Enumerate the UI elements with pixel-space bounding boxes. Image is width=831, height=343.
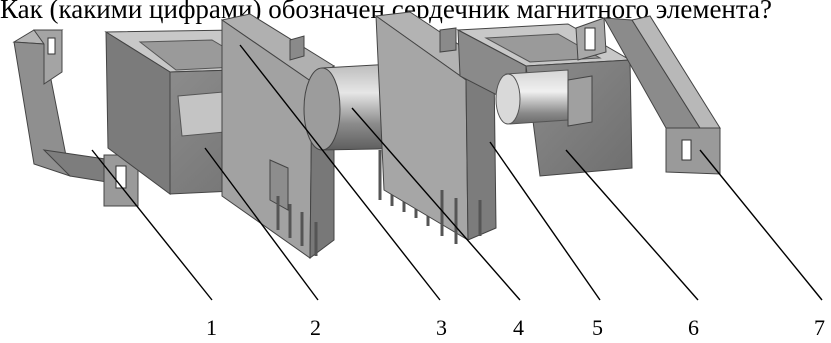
leader-line-7: [699, 149, 823, 301]
leader-line-3: [239, 44, 441, 301]
callout-1: 1: [206, 315, 217, 340]
part-7-clip-bracket: [575, 15, 721, 175]
callout-3: 3: [436, 315, 447, 340]
leader-line-6: [565, 149, 699, 301]
leader-line-1: [91, 149, 213, 301]
leader-line-4: [351, 107, 521, 301]
callout-2: 2: [310, 315, 321, 340]
leader-lines: [91, 44, 823, 301]
callout-4: 4: [513, 315, 524, 340]
callout-5: 5: [592, 315, 603, 340]
callout-6: 6: [688, 315, 699, 340]
part-1-clip-bracket: [12, 29, 139, 207]
callout-7: 7: [814, 315, 825, 340]
leader-line-5: [489, 141, 601, 301]
part-3-left-bobbin-flange: [220, 13, 335, 260]
callout-numbers: 1 2 3 4 5 6 7: [206, 315, 825, 340]
leader-line-2: [204, 147, 319, 301]
